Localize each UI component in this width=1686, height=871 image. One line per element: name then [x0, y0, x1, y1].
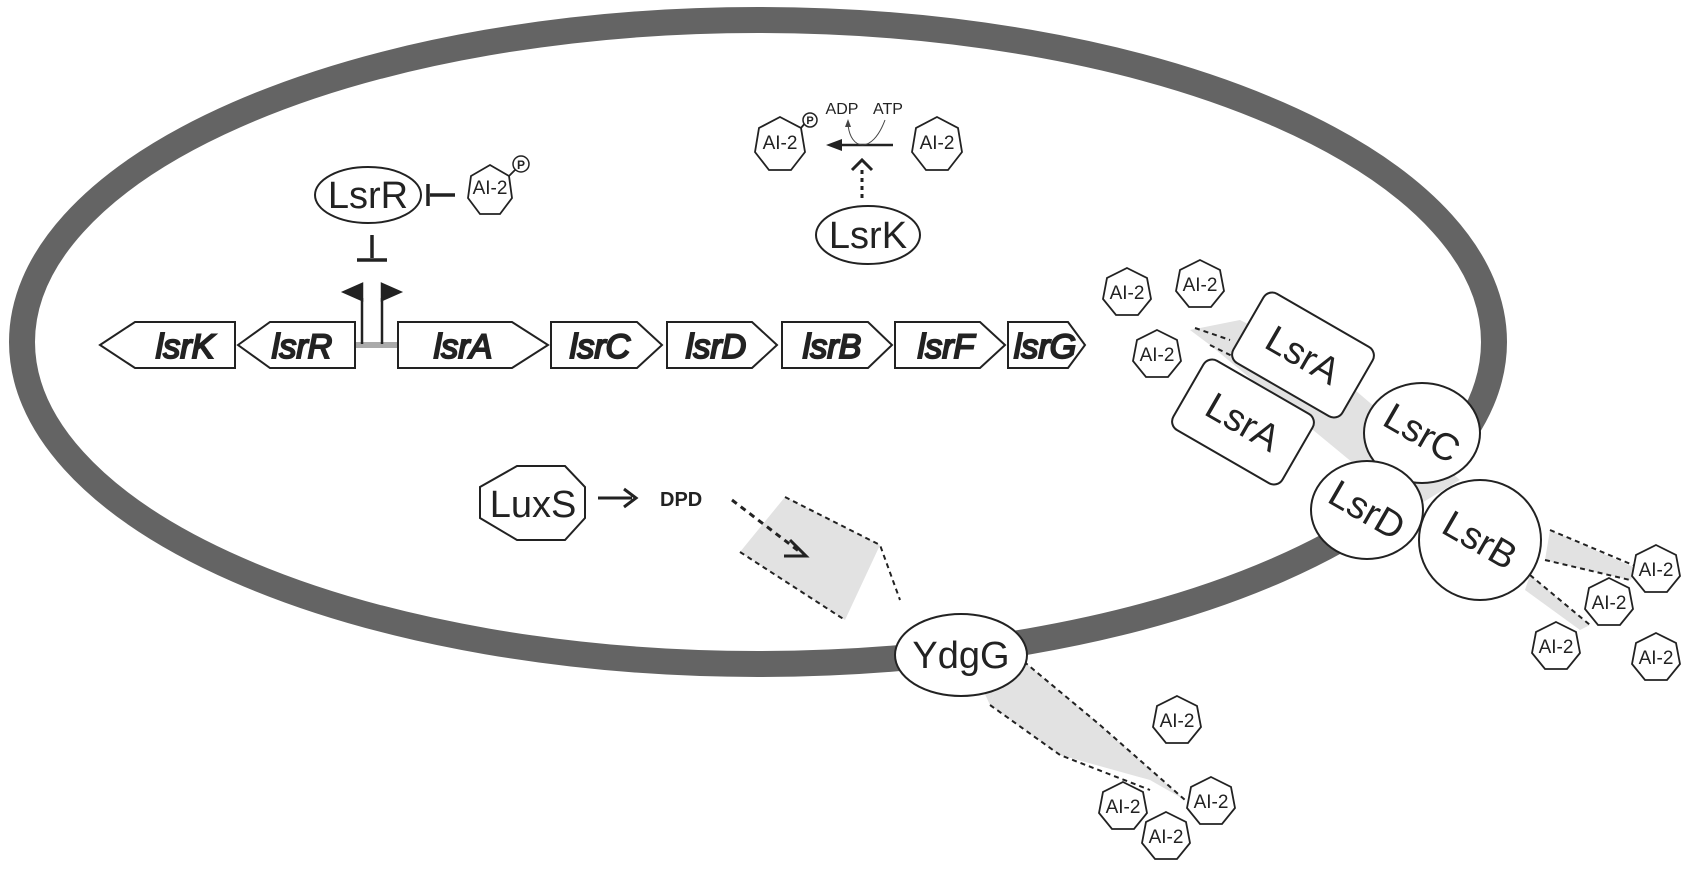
- atp-label: ATP: [873, 101, 903, 118]
- gene-lsrF: lsrF: [894, 321, 1007, 369]
- dpd-label: DPD: [660, 489, 702, 511]
- ai2-molecule: AI-2: [1631, 631, 1681, 681]
- gene-lsrK: lsrK: [98, 321, 236, 369]
- ai2-molecule: AI-2: [1132, 328, 1182, 378]
- gene-lsrA: lsrA: [397, 321, 550, 369]
- ai2-phospho-ligand: AI-2 P: [467, 155, 530, 215]
- svg-text:AI-2: AI-2: [1183, 275, 1218, 296]
- dpd-conversion-arrow: [731, 498, 810, 558]
- phosphate-label: P: [517, 158, 525, 172]
- ai2-phospho-product-label: AI-2: [763, 133, 798, 154]
- luxS-enzyme: LuxS: [479, 465, 586, 541]
- lsrC-permease: LsrC: [1363, 382, 1481, 484]
- ai2-molecule: AI-2: [1175, 258, 1225, 308]
- gene-lsrR-label: lsrR: [272, 328, 332, 366]
- svg-text:AI-2: AI-2: [1140, 345, 1175, 366]
- lsrK-protein: LsrK: [815, 205, 921, 265]
- ai2p-inhibition-bar: [426, 184, 455, 206]
- lsr-operon: lsrK lsrR lsrA lsrC lsrD lsrB lsrF lsrG: [98, 321, 1087, 369]
- svg-text:AI-2: AI-2: [1194, 792, 1229, 813]
- gene-lsrG-label: lsrG: [1014, 328, 1076, 366]
- ai2-molecule: AI-2: [1141, 810, 1191, 860]
- ai2-molecule: AI-2: [1584, 576, 1634, 626]
- gene-lsrR: lsrR: [236, 321, 356, 369]
- gene-lsrD: lsrD: [666, 321, 779, 369]
- gene-lsrB: lsrB: [781, 321, 894, 369]
- luxS-label: LuxS: [490, 484, 577, 526]
- gene-lsrC-label: lsrC: [570, 328, 631, 366]
- ai2-phospho-ligand-label: AI-2: [473, 178, 508, 199]
- svg-text:AI-2: AI-2: [1592, 593, 1627, 614]
- lsrR-protein: LsrR: [314, 166, 422, 224]
- ai2-molecule: AI-2: [1098, 780, 1148, 830]
- svg-text:AI-2: AI-2: [1106, 797, 1141, 818]
- svg-text:AI-2: AI-2: [1639, 648, 1674, 669]
- lsrD-permease: LsrD: [1310, 460, 1424, 560]
- ydgG-label: YdgG: [912, 635, 1009, 677]
- promoter-flags: [340, 282, 404, 344]
- ai2-molecules: AI-2 AI-2 AI-2 AI-2 AI-2 AI-2 AI-2 AI-2: [1098, 258, 1681, 860]
- lsrK-protein-label: LsrK: [829, 215, 907, 257]
- svg-text:AI-2: AI-2: [1160, 711, 1195, 732]
- lsrK-catalysis-arrow: [850, 157, 874, 198]
- gene-lsrC: lsrC: [550, 321, 664, 369]
- lsrR-protein-label: LsrR: [328, 175, 408, 217]
- luxS-to-dpd-arrow: [598, 487, 639, 509]
- lsrB-binding-protein: LsrB: [1418, 479, 1542, 601]
- svg-text:AI-2: AI-2: [1639, 560, 1674, 581]
- svg-text:AI-2: AI-2: [1149, 827, 1184, 848]
- cell-membrane: [9, 7, 1507, 677]
- gene-lsrF-label: lsrF: [918, 328, 977, 366]
- lsrA-atpase-bottom: LsrA: [1171, 358, 1315, 486]
- gene-lsrG: lsrG: [1007, 321, 1087, 369]
- gene-lsrD-label: lsrD: [686, 328, 746, 366]
- adp-label: ADP: [826, 101, 859, 118]
- ai2-molecule: AI-2: [1102, 266, 1152, 316]
- gene-lsrA-label: lsrA: [434, 328, 493, 366]
- atp-adp-curve: [845, 119, 886, 146]
- svg-text:AI-2: AI-2: [1110, 283, 1145, 304]
- gene-lsrB-label: lsrB: [803, 328, 862, 366]
- ai2-substrate-label: AI-2: [920, 133, 955, 154]
- product-phosphate-label: P: [806, 115, 813, 127]
- ai2-molecule: AI-2: [1152, 694, 1202, 744]
- ai2-phospho-product: AI-2 P: [754, 112, 818, 171]
- ydgG-exporter: YdgG: [894, 613, 1028, 697]
- gene-lsrK-label: lsrK: [156, 328, 216, 366]
- phosphorylation-arrow: [826, 139, 893, 151]
- svg-text:AI-2: AI-2: [1539, 637, 1574, 658]
- ai2-molecule: AI-2: [1531, 620, 1581, 670]
- ai2-substrate: AI-2: [911, 115, 963, 171]
- ai2-molecule: AI-2: [1631, 543, 1681, 593]
- lsrR-repression-bar: [357, 235, 387, 262]
- lsrA-atpase-top: LsrA: [1231, 291, 1375, 419]
- ai2-molecule: AI-2: [1186, 775, 1236, 825]
